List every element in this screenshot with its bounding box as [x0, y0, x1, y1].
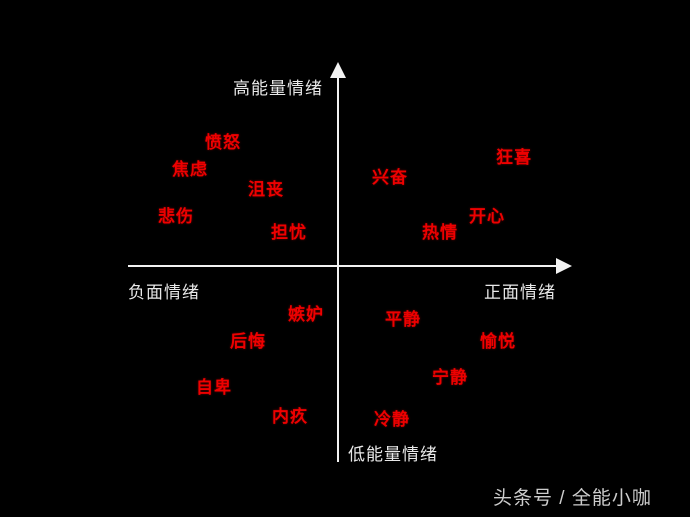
emotion-label: 嫉妒	[288, 305, 324, 324]
emotion-label: 焦虑	[172, 160, 208, 179]
emotion-label: 兴奋	[372, 168, 408, 187]
axis-label-high-energy: 高能量情绪	[233, 79, 323, 98]
emotion-label: 内疚	[272, 407, 308, 426]
vertical-axis-line	[337, 74, 339, 462]
emotion-label: 热情	[422, 223, 458, 242]
axis-label-positive-emotion: 正面情绪	[484, 283, 556, 302]
emotion-label: 平静	[385, 310, 421, 329]
horizontal-axis-arrow-icon	[556, 258, 572, 274]
emotion-label: 后悔	[230, 332, 266, 351]
horizontal-axis-line	[128, 265, 564, 267]
emotion-label: 开心	[469, 207, 505, 226]
vertical-axis-arrow-icon	[330, 62, 346, 78]
emotion-label: 担忧	[271, 223, 307, 242]
axis-label-low-energy: 低能量情绪	[348, 445, 438, 464]
emotion-label: 愤怒	[205, 133, 241, 152]
watermark: 头条号 / 全能小咖	[493, 488, 652, 509]
emotion-label: 狂喜	[496, 148, 532, 167]
axis-label-negative-emotion: 负面情绪	[128, 283, 200, 302]
emotion-label: 宁静	[432, 368, 468, 387]
emotion-label: 沮丧	[248, 180, 284, 199]
emotion-label: 悲伤	[158, 207, 194, 226]
emotion-label: 自卑	[196, 378, 232, 397]
emotion-label: 愉悦	[480, 332, 516, 351]
emotion-label: 冷静	[374, 410, 410, 429]
